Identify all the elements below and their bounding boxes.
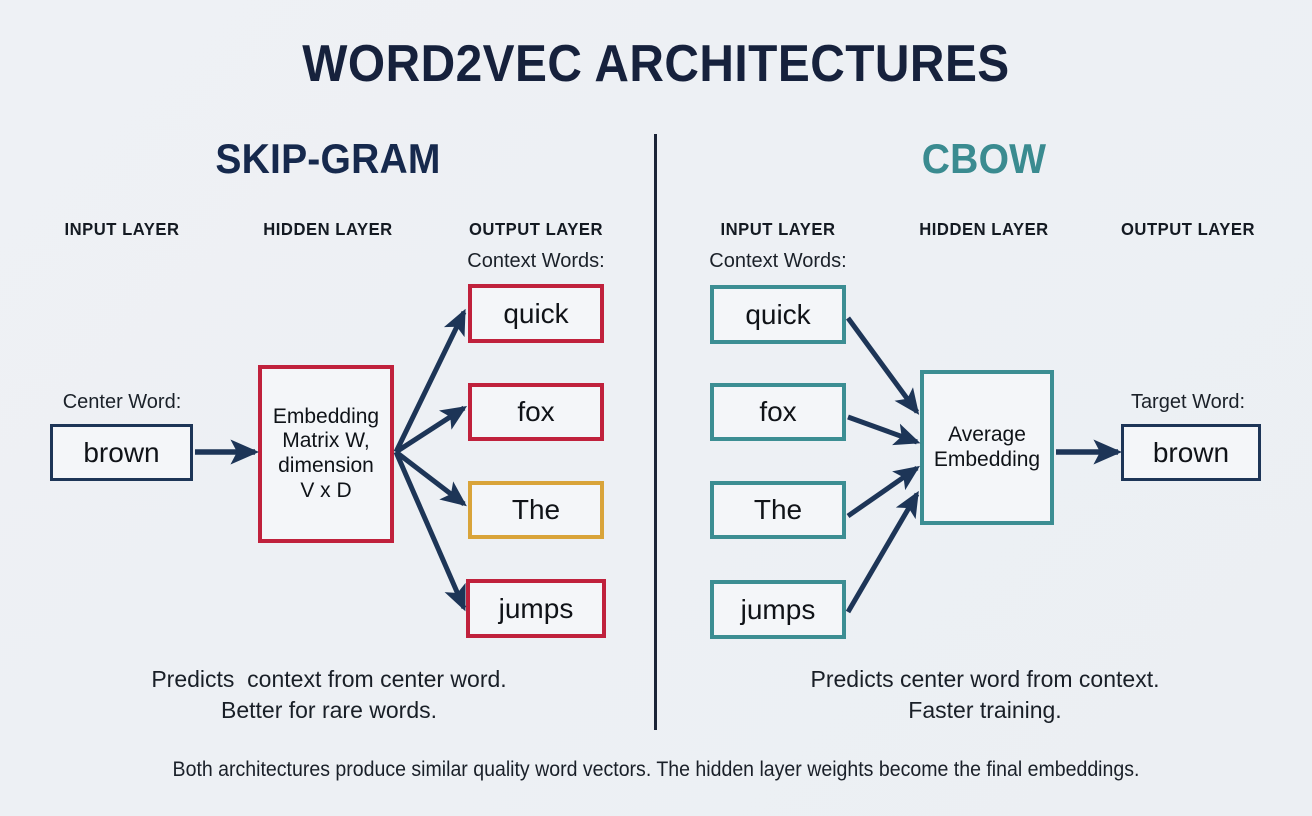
cbow-hidden-line-0: Average — [948, 422, 1026, 446]
cbow-heading: CBOW — [921, 135, 1047, 182]
skipgram-hidden-line-2: dimension — [278, 454, 374, 477]
cbow-input-caption: Context Words: — [709, 250, 847, 272]
page-title: WORD2VEC ARCHITECTURES — [302, 35, 1010, 93]
arrow-cbow-input-0-to-hidden — [845, 316, 920, 415]
cbow-input-word-box-2[interactable]: The — [710, 481, 846, 539]
skipgram-output-word-box-2[interactable]: The — [468, 481, 604, 539]
cbow-output-word-box[interactable]: brown — [1121, 424, 1261, 481]
skipgram-output-word-text-3: jumps — [498, 592, 574, 624]
skipgram-hidden-layer-label: HIDDEN LAYER — [263, 219, 393, 239]
skipgram-input-layer-label: INPUT LAYER — [64, 219, 180, 239]
skipgram-hidden-line-0: Embedding — [272, 404, 380, 428]
cbow-output-word-text: brown — [1152, 436, 1230, 468]
cbow-input-word-box-0[interactable]: quick — [710, 285, 846, 344]
cbow-hidden-layer-label: HIDDEN LAYER — [919, 219, 1049, 239]
arrow-skipgram-hidden-to-output-1 — [394, 405, 468, 455]
skipgram-output-word-text-0: quick — [503, 297, 569, 329]
cbow-output-layer-label: OUTPUT LAYER — [1120, 219, 1256, 239]
cbow-input-word-text-2: The — [753, 494, 803, 525]
skipgram-input-caption: Center Word: — [62, 391, 182, 413]
skipgram-output-word-box-1[interactable]: fox — [468, 383, 604, 441]
skipgram-output-layer-label: OUTPUT LAYER — [468, 219, 604, 239]
skipgram-input-word-text: brown — [83, 436, 160, 468]
skipgram-footnote: Predicts context from center word. Bette… — [151, 666, 507, 723]
cbow-input-word-text-3: jumps — [740, 593, 816, 625]
skipgram-heading: SKIP-GRAM — [215, 135, 441, 182]
skipgram-hidden-box[interactable]: Embedding Matrix W, dimension V x D — [258, 365, 394, 543]
skipgram-input-word-box[interactable]: brown — [50, 424, 193, 481]
cbow-input-word-box-1[interactable]: fox — [710, 383, 846, 441]
cbow-output-caption: Target Word: — [1130, 391, 1246, 413]
panel-divider — [654, 134, 657, 730]
arrow-cbow-input-3-to-hidden — [845, 490, 920, 614]
cbow-hidden-box[interactable]: Average Embedding — [920, 370, 1054, 525]
skipgram-output-word-text-2: The — [511, 494, 561, 525]
skipgram-hidden-line-3: V x D — [300, 478, 352, 502]
skipgram-output-word-text-1: fox — [517, 396, 555, 427]
skipgram-output-word-box-3[interactable]: jumps — [466, 579, 606, 638]
arrow-cbow-input-2-to-hidden — [846, 465, 920, 519]
skipgram-output-word-box-0[interactable]: quick — [468, 284, 604, 343]
cbow-hidden-line-1: Embedding — [933, 447, 1041, 471]
arrow-cbow-input-1-to-hidden — [847, 414, 921, 446]
cbow-input-word-box-3[interactable]: jumps — [710, 580, 846, 639]
cbow-input-layer-label: INPUT LAYER — [720, 219, 836, 239]
skipgram-hidden-line-1: Matrix W, — [282, 429, 370, 453]
arrow-skipgram-hidden-to-output-0 — [393, 308, 467, 454]
arrow-skipgram-hidden-to-output-3 — [393, 451, 467, 612]
cbow-input-word-text-0: quick — [745, 298, 811, 330]
cbow-input-word-text-1: fox — [759, 396, 797, 427]
skipgram-output-caption: Context Words: — [467, 250, 605, 272]
arrow-skipgram-hidden-to-output-2 — [394, 450, 467, 507]
bottom-note: Both architectures produce similar quali… — [172, 758, 1140, 781]
cbow-footnote: Predicts center word from context. Faste… — [810, 666, 1160, 723]
